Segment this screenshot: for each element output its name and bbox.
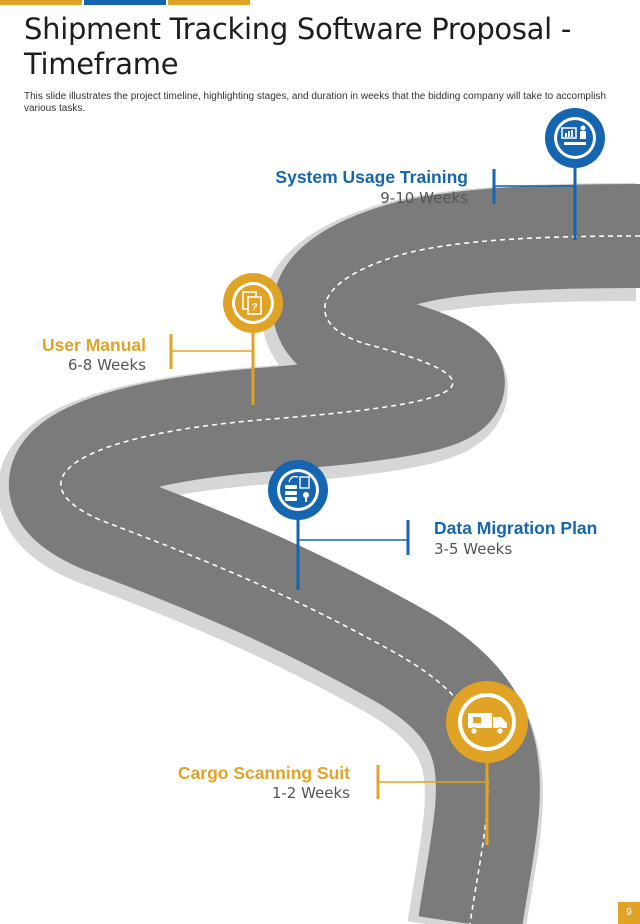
top-accent-bar — [168, 0, 250, 5]
road-body — [9, 184, 640, 924]
stage-3-pin — [268, 460, 410, 590]
delivery-truck-icon — [468, 713, 507, 735]
stage-1-duration: 9-10 Weeks — [380, 189, 468, 207]
stage-4-duration: 1-2 Weeks — [271, 784, 350, 802]
stage-1-pin — [492, 108, 605, 240]
stage-4-name: Cargo Scanning Suit — [177, 763, 350, 783]
presentation-training-icon — [561, 125, 586, 145]
stage-2-pin: ? — [169, 273, 283, 405]
stage-1-name: System Usage Training — [275, 167, 468, 187]
manual-document-icon: ? — [242, 291, 262, 315]
stage-3-duration: 3-5 Weeks — [434, 540, 513, 558]
stage-2-name: User Manual — [41, 335, 146, 355]
stage-2-duration: 6-8 Weeks — [67, 356, 146, 374]
stage-3-name: Data Migration Plan — [434, 518, 598, 538]
stage-4-pin — [376, 681, 528, 845]
top-accent-bar — [84, 0, 166, 5]
page-subtitle: This slide illustrates the project timel… — [24, 91, 606, 114]
data-migration-icon — [285, 475, 310, 502]
top-accent-bar — [0, 0, 82, 5]
page-title: Shipment Tracking Software Proposal - Ti… — [24, 12, 571, 81]
svg-text:?: ? — [252, 302, 258, 313]
page-number: 9 — [618, 902, 640, 924]
